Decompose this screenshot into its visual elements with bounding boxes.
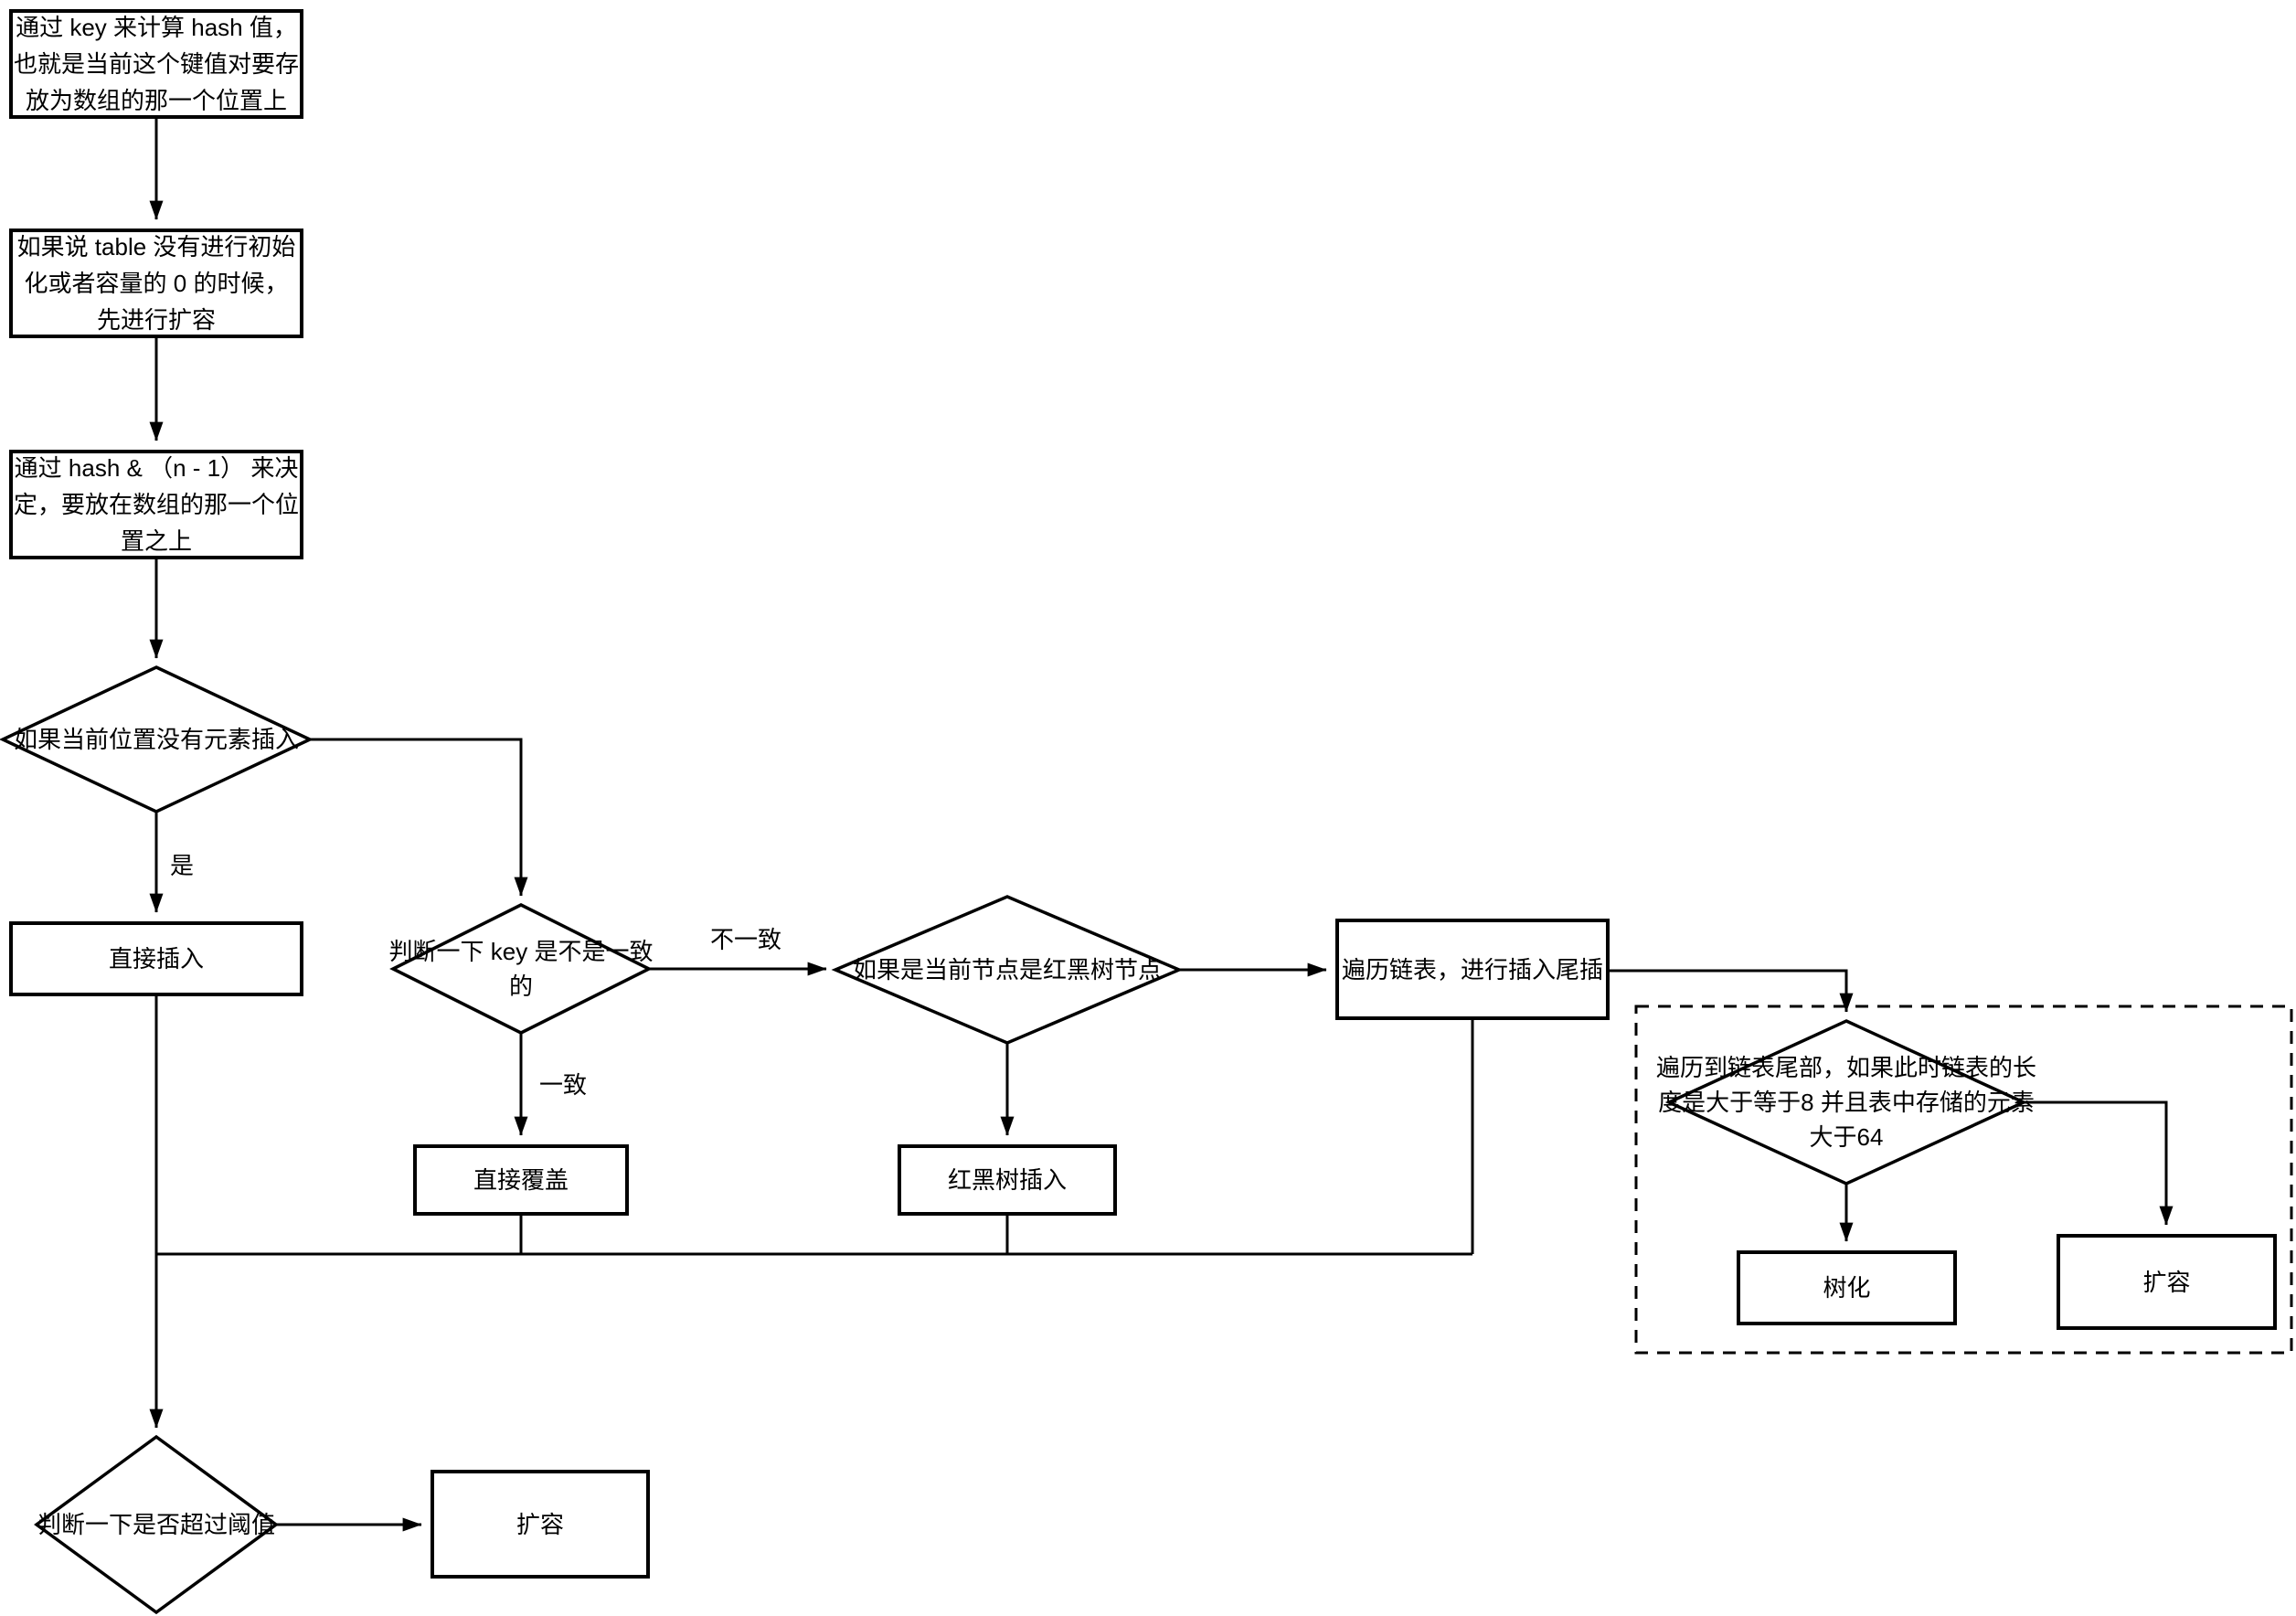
node-index-calc: 通过 hash & （n - 1） 来决定，要放在数组的那一个位置之上: [9, 450, 303, 559]
diamond-key-check: [389, 903, 653, 1035]
edge-label-not-same: 不一致: [710, 926, 782, 953]
diamond-rbtree-check: [831, 895, 1184, 1045]
label-rbtree-check: 如果是当前节点是红黑树节点: [852, 956, 1162, 983]
node-direct-insert: 直接插入: [9, 921, 303, 996]
node-hash-calc: 通过 key 来计算 hash 值，也就是当前这个键值对要存放为数组的那一个位置…: [9, 9, 303, 119]
edge-traverse-tailcheck: [1610, 969, 1854, 1013]
node-treeify: 树化: [1737, 1250, 1957, 1325]
diamond-tail-check: [1664, 1019, 2028, 1185]
edge-label-yes: 是: [170, 852, 195, 879]
label-threshold-check: 判断一下是否超过阈值: [37, 1511, 275, 1538]
diamond-threshold-check: [34, 1434, 279, 1615]
edge-emptycheck-keycheck: [310, 738, 528, 897]
node-rbtree-insert: 红黑树插入: [898, 1144, 1117, 1216]
node-direct-overwrite: 直接覆盖: [413, 1144, 629, 1216]
label-tail-check: 遍历到链表尾部，如果此时链表的长度是大于等于8 并且表中存储的元素大于64: [1656, 1054, 2037, 1151]
label-empty-check: 如果当前位置没有元素插入: [13, 726, 299, 753]
node-traverse-list: 遍历链表，进行插入尾插: [1335, 919, 1610, 1020]
node-resize-in-group: 扩容: [2057, 1234, 2277, 1330]
dashed-group-container: [1634, 1005, 2293, 1355]
label-key-check: 判断一下 key 是不是一致的: [388, 938, 654, 1000]
edge-tailcheck-resize: [2024, 1100, 2174, 1226]
node-resize-bottom: 扩容: [430, 1470, 650, 1579]
diamond-empty-check: [0, 665, 314, 813]
node-table-init: 如果说 table 没有进行初始化或者容量的 0 的时候，先进行扩容: [9, 229, 303, 338]
edge-label-same: 一致: [539, 1071, 588, 1099]
